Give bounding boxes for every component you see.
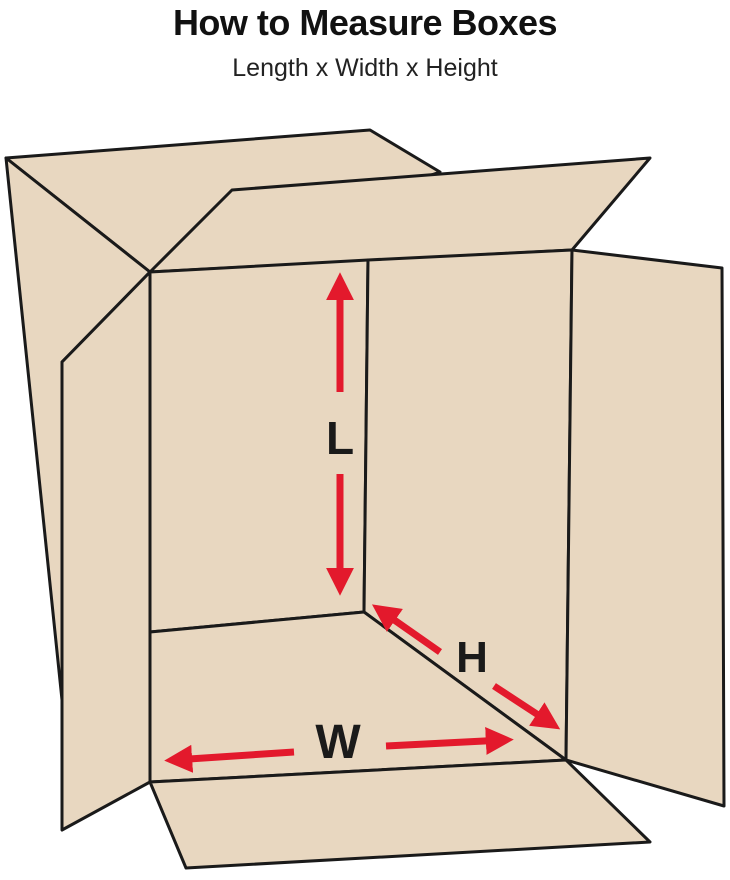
- front-flap: [148, 758, 652, 870]
- length-label: L: [326, 412, 354, 464]
- height-arrow-front: [492, 683, 561, 730]
- right-flap: [564, 248, 726, 808]
- width-arrow-right: [385, 726, 514, 755]
- width-label: W: [315, 716, 361, 769]
- left-wall: [60, 270, 152, 832]
- height-label: H: [456, 633, 488, 682]
- height-arrow-back: [371, 604, 443, 655]
- page-subtitle: Length x Width x Height: [232, 54, 498, 82]
- page-title: How to Measure Boxes: [172, 2, 558, 43]
- width-arrow-left: [164, 744, 295, 773]
